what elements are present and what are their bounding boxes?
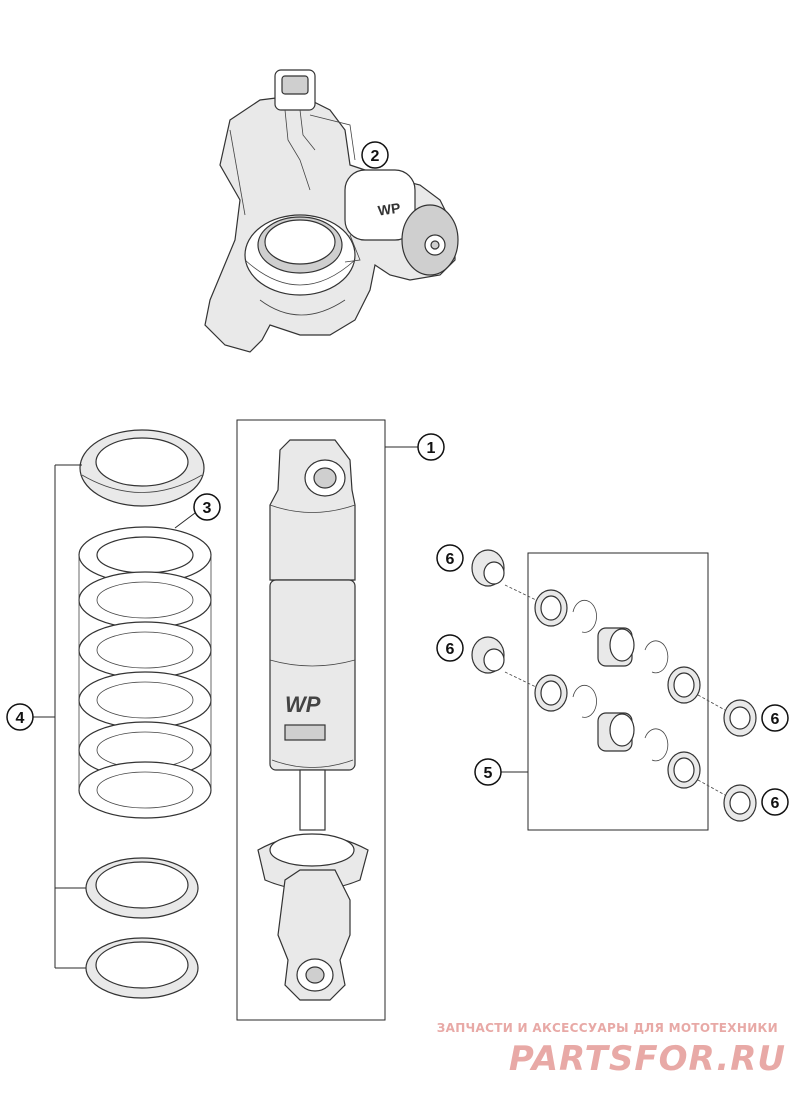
shock-absorber: WP: [236, 419, 386, 1021]
reservoir-assembly: WP: [204, 69, 459, 353]
callout-6-b-label: 6: [446, 641, 455, 658]
callout-1: 1: [385, 433, 445, 461]
spring-seat-top: [79, 429, 205, 507]
svg-text:WP: WP: [377, 200, 402, 219]
callout-4: 4: [6, 464, 86, 969]
spring: [78, 526, 212, 819]
callout-1-label: 1: [427, 440, 436, 457]
callout-6-a: 6: [436, 544, 464, 572]
callout-3-label: 3: [203, 500, 212, 517]
washer-upper: [85, 857, 199, 919]
callout-4-label: 4: [16, 710, 25, 727]
callout-6-d-label: 6: [771, 795, 780, 812]
shock-frame: [236, 419, 386, 1021]
callout-6-c: 6: [761, 704, 789, 732]
bearing-kit: [471, 549, 757, 831]
callout-2-label: 2: [371, 148, 380, 165]
bearing-kit-frame: [527, 552, 709, 831]
washer-lower: [85, 937, 199, 999]
callout-6-d: 6: [761, 788, 789, 816]
watermark-tagline: ЗАПЧАСТИ И АКСЕССУАРЫ ДЛЯ МОТОТЕХНИКИ: [437, 1021, 778, 1035]
callout-6-b: 6: [436, 634, 464, 662]
callout-5-label: 5: [484, 765, 493, 782]
callout-2: 2: [361, 141, 389, 169]
callout-3: 3: [174, 493, 221, 529]
callout-5: 5: [474, 758, 528, 786]
watermark-brand: PARTSFOR.RU: [509, 1039, 786, 1079]
watermark: ЗАПЧАСТИ И АКСЕССУАРЫ ДЛЯ МОТОТЕХНИКИ PA…: [437, 1021, 786, 1079]
callout-6-a-label: 6: [446, 551, 455, 568]
callout-6-c-label: 6: [771, 711, 780, 728]
svg-text:WP: WP: [285, 692, 321, 717]
